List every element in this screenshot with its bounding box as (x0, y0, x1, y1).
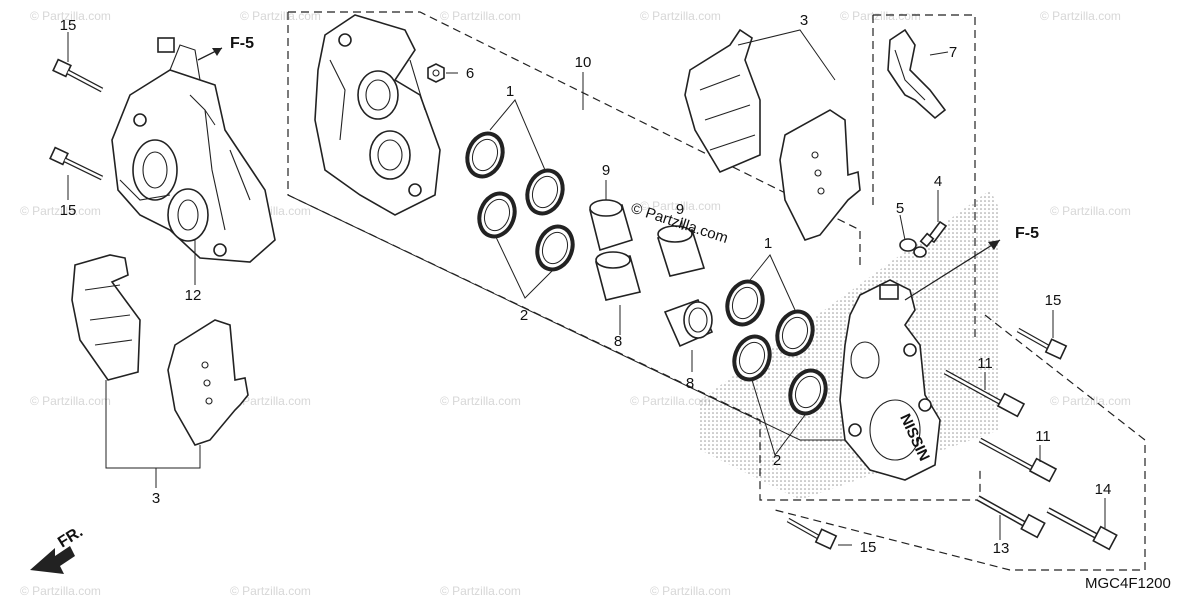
watermark-text: © Partzilla.com (640, 9, 721, 23)
brake-pad-left-back (71, 254, 141, 381)
brake-pad-right-front (779, 109, 861, 241)
reference-label-f5: F-5 (1015, 225, 1039, 242)
callout-c9a: 9 (602, 162, 610, 179)
watermark-text: © Partzilla.com (20, 584, 101, 598)
front-direction-label: FR. (55, 523, 86, 551)
watermark-text: © Partzilla.com (30, 9, 111, 23)
watermark-text: © Partzilla.com (650, 584, 731, 598)
piston-9-lower (656, 225, 706, 277)
watermark-text: © Partzilla.com (640, 199, 721, 213)
brake-pad-right-back (684, 28, 761, 174)
callout-c8b: 8 (686, 375, 694, 392)
pin-11-upper (943, 369, 1026, 418)
watermark-text: © Partzilla.com (1050, 204, 1131, 218)
watermark-layer: © Partzilla.com © Partzilla.com © Partzill… (20, 9, 1131, 598)
callout-c15a: 15 (60, 17, 77, 34)
watermark-text: © Partzilla.com (20, 204, 101, 218)
bolt-15-right-top (1016, 327, 1068, 360)
f5-arrow-top (197, 47, 223, 61)
bolt-15-mid-left (49, 146, 104, 181)
callout-c8a: 8 (614, 333, 622, 350)
watermark-text: © Partzilla.com (1040, 9, 1121, 23)
group-line (287, 194, 860, 441)
leader-lines (67, 29, 1106, 546)
callout-c2b: 2 (773, 452, 781, 469)
callout-c1b: 1 (764, 235, 772, 252)
callout-layer: 1515151512336101122998874511111314F-5F-5… (55, 12, 1171, 592)
pin-11-lower (978, 437, 1058, 483)
watermark-text: © Partzilla.com (630, 394, 711, 408)
callout-c11a: 11 (977, 355, 993, 372)
pad-spring-7 (887, 28, 947, 120)
seal-set-center (465, 131, 575, 272)
caliper-half-10 (314, 14, 441, 216)
right-caliper: NISSIN (839, 279, 941, 481)
piston-9-upper (589, 199, 633, 252)
callout-c6: 6 (466, 65, 474, 82)
watermark-text: © Partzilla.com (30, 394, 111, 408)
bolt-13 (976, 495, 1046, 539)
callout-c3b: 3 (800, 12, 808, 29)
watermark-text: © Partzilla.com (230, 394, 311, 408)
watermark-text: © Partzilla.com (440, 584, 521, 598)
callout-c9b: 9 (676, 201, 684, 218)
watermark-text: © Partzilla.com (1050, 394, 1131, 408)
left-caliper (111, 37, 276, 263)
callout-c1a: 1 (506, 83, 514, 100)
callout-c3a: 3 (152, 490, 160, 507)
brake-pad-left-front (167, 319, 249, 446)
watermark-text: © Partzilla.com (240, 9, 321, 23)
dashed-box-right (873, 14, 976, 340)
seal-set-right (725, 279, 828, 416)
callout-c11b: 11 (1035, 428, 1051, 445)
front-direction-arrow (30, 546, 75, 574)
callout-c2a: 2 (520, 307, 528, 324)
bolt-15-top-left (52, 58, 104, 93)
callout-c10: 10 (575, 54, 592, 71)
callout-c5: 5 (896, 200, 904, 217)
bleeder-valve-4 (919, 220, 948, 248)
diagram-code: MGC4F1200 (1085, 575, 1171, 592)
cap-nut-6 (427, 63, 445, 83)
watermark-text: © Partzilla.com (440, 394, 521, 408)
piston-8-lower (663, 298, 714, 348)
callout-c12: 12 (185, 287, 202, 304)
dashed-box-top (288, 11, 861, 270)
callout-c14: 14 (1095, 481, 1112, 498)
callout-c4: 4 (934, 173, 942, 190)
callout-c13: 13 (993, 540, 1010, 557)
watermark-text: © Partzilla.com (440, 9, 521, 23)
callout-c15d: 15 (860, 539, 877, 556)
callout-c15b: 15 (60, 202, 77, 219)
callout-c7: 7 (949, 44, 957, 61)
reference-label-f5: F-5 (230, 35, 254, 52)
callout-c15c: 15 (1045, 292, 1062, 309)
bleeder-cap-5 (899, 238, 927, 258)
watermark-text: © Partzilla.com (230, 584, 311, 598)
f5-arrow-right (904, 239, 1001, 301)
dashed-box-bolts (774, 314, 1146, 571)
bolt-14 (1046, 507, 1118, 551)
watermark-text: © Partzilla.com (840, 9, 921, 23)
bolt-15-bottom (786, 517, 838, 550)
piston-8-upper (595, 251, 641, 301)
dashed-box-outline (287, 12, 981, 501)
